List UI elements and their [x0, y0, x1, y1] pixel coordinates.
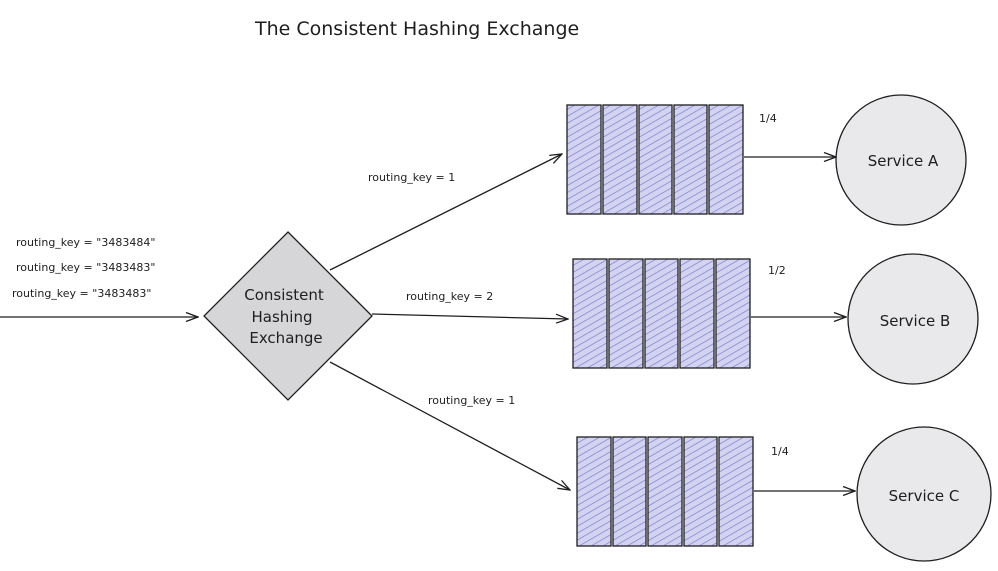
- binding-arrow-c: [329, 361, 570, 490]
- binding-arrow-b: [371, 313, 568, 319]
- queue-b: [572, 258, 751, 369]
- queue-cell: [673, 104, 708, 215]
- queue-cell: [638, 104, 673, 215]
- queue-cell: [683, 436, 718, 547]
- binding-label-c: routing_key = 1: [428, 394, 515, 407]
- queue-cell: [608, 258, 644, 369]
- exchange-node: Consistent Hashing Exchange: [203, 231, 373, 401]
- queue-cell: [576, 436, 612, 547]
- queue-cell: [647, 436, 683, 547]
- service-b-label: Service B: [880, 312, 951, 330]
- service-a-circle: [835, 94, 967, 226]
- queue-cell: [718, 436, 754, 547]
- service-b: Service B: [847, 253, 979, 385]
- service-a-label: Service A: [868, 152, 939, 170]
- binding-arrow-a: [329, 154, 562, 271]
- exchange-label-line2: Hashing: [252, 308, 313, 326]
- diagram-title: The Consistent Hashing Exchange: [254, 18, 579, 40]
- queue-b-fraction: 1/2: [768, 264, 786, 277]
- service-c-label: Service C: [889, 487, 960, 505]
- queue-cell: [708, 104, 744, 215]
- queue-a: [566, 104, 744, 215]
- queue-c-fraction: 1/4: [771, 445, 789, 458]
- queue-cell: [572, 258, 608, 369]
- binding-label-a: routing_key = 1: [368, 171, 455, 184]
- binding-label-b: routing_key = 2: [406, 290, 493, 303]
- exchange-label-line3: Exchange: [249, 329, 322, 347]
- input-routing-key: routing_key = "3483484": [16, 236, 155, 249]
- exchange-label-line1: Consistent: [244, 286, 324, 304]
- exchange-diamond: [203, 231, 373, 401]
- service-a: Service A: [835, 94, 967, 226]
- queue-cell: [612, 436, 647, 547]
- queue-c: [576, 436, 754, 547]
- service-b-circle: [847, 253, 979, 385]
- input-routing-key: routing_key = "3483483": [12, 287, 151, 300]
- input-routing-key: routing_key = "3483483": [16, 261, 155, 274]
- service-c: Service C: [856, 426, 992, 562]
- queue-a-fraction: 1/4: [759, 112, 777, 125]
- queue-cell: [644, 258, 679, 369]
- queue-cell: [679, 258, 715, 369]
- queue-cell: [715, 258, 751, 369]
- service-c-circle: [856, 426, 992, 562]
- queue-cell: [602, 104, 638, 215]
- queue-cell: [566, 104, 602, 215]
